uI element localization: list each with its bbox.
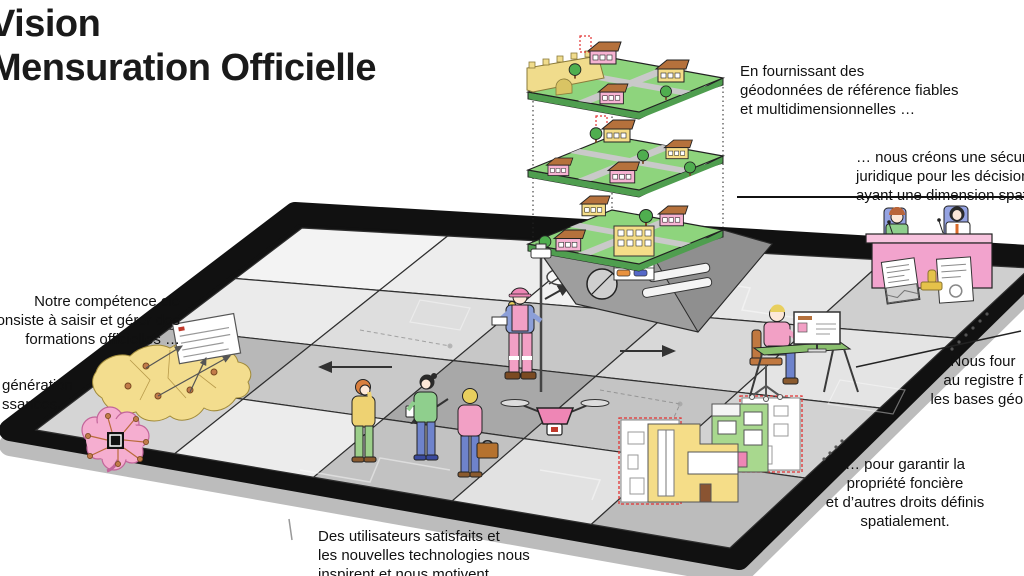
speaker-holes — [822, 312, 989, 461]
officials-bench — [865, 205, 993, 305]
safety-vest — [511, 304, 529, 332]
contract-document — [935, 256, 975, 304]
cadastre-buildings — [618, 395, 803, 505]
title-line-1: Vision — [0, 3, 101, 45]
drone-body — [535, 407, 575, 425]
layer-buildings — [525, 115, 726, 198]
annotation-generation: génération ssances. — [2, 377, 73, 413]
gnss-receiver — [530, 248, 552, 259]
layer-historic — [525, 35, 726, 120]
stamp-icon — [920, 269, 943, 291]
switzerland-map — [92, 312, 252, 422]
annotation-security: … nous créons une sécurité juridique pou… — [856, 149, 1024, 204]
decision-document — [880, 257, 921, 305]
office-worker-desk — [749, 304, 1022, 402]
layer-ground — [525, 195, 726, 272]
citizens-group — [351, 373, 499, 478]
briefcase-icon — [476, 442, 499, 459]
map-arrows — [145, 345, 232, 397]
geodata-layer-stack — [525, 35, 774, 333]
chip-icon — [107, 432, 124, 449]
drone-icon — [500, 399, 610, 436]
planned-annex-outline — [579, 35, 592, 53]
annotation-registry: Nous four au registre f les bases géom — [930, 353, 1024, 408]
leader-line — [855, 330, 1022, 368]
annotation-providing: En fournissant des géodonnées de référen… — [740, 63, 959, 118]
surveyor-figure — [491, 243, 552, 392]
ai-brain-icon — [81, 406, 150, 473]
annotation-guarantee: … pour garantir la propriété foncière et… — [825, 456, 985, 530]
title-line-2: Mensuration Officielle — [0, 47, 376, 89]
pipe-icon — [641, 277, 713, 298]
page-title: Vision Mensuration Officielle — [0, 2, 376, 90]
survey-point-dots — [124, 362, 218, 400]
annotation-competence: Notre compétence clé onsiste à saisir et… — [0, 293, 180, 348]
register-document — [171, 312, 242, 365]
annotation-users: Des utilisateurs satisfaits et les nouve… — [318, 528, 530, 576]
survey-plan — [491, 316, 508, 326]
castle-wall — [526, 50, 605, 96]
